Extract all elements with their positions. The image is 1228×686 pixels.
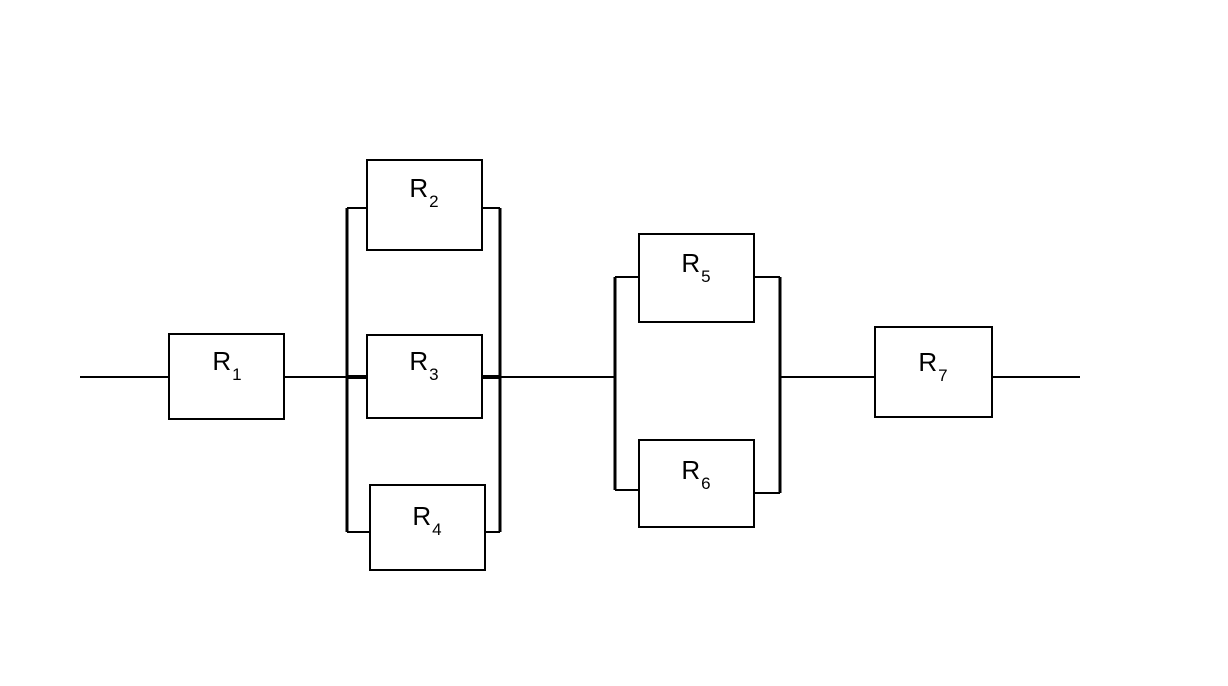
resistor-label-r3: R3: [409, 346, 438, 384]
resistor-label-subscript: 2: [429, 192, 438, 211]
resistor-r1[interactable]: R1: [168, 333, 285, 420]
wires-layer: [80, 207, 1080, 533]
resistor-label-subscript: 7: [938, 366, 947, 385]
resistor-label-letter: R: [409, 346, 428, 376]
resistor-label-subscript: 4: [432, 520, 441, 539]
resistor-body-r7: [874, 326, 993, 418]
resistor-body-r6: [638, 439, 755, 528]
resistor-body-r2: [366, 159, 483, 251]
resistor-label-r1: R1: [212, 346, 241, 384]
resistor-body-r5: [638, 233, 755, 323]
resistor-label-letter: R: [918, 347, 937, 377]
resistor-label-r4: R4: [412, 501, 441, 539]
resistor-label-letter: R: [212, 346, 231, 376]
resistor-body-r4: [369, 484, 486, 571]
resistor-r3[interactable]: R3: [366, 334, 483, 419]
resistor-r2[interactable]: R2: [366, 159, 483, 251]
resistor-label-subscript: 1: [232, 365, 241, 384]
resistor-label-letter: R: [681, 248, 700, 278]
resistor-r5[interactable]: R5: [638, 233, 755, 323]
resistor-r7[interactable]: R7: [874, 326, 993, 418]
resistor-label-r2: R2: [409, 173, 438, 211]
resistor-label-subscript: 6: [701, 474, 710, 493]
resistor-label-subscript: 3: [429, 365, 438, 384]
resistor-r4[interactable]: R4: [369, 484, 486, 571]
resistor-label-letter: R: [409, 173, 428, 203]
resistor-label-letter: R: [412, 501, 431, 531]
resistor-body-r1: [168, 333, 285, 420]
resistor-label-r5: R5: [681, 248, 710, 286]
resistor-label-letter: R: [681, 455, 700, 485]
resistor-r6[interactable]: R6: [638, 439, 755, 528]
resistor-label-subscript: 5: [701, 267, 710, 286]
resistor-body-r3: [366, 334, 483, 419]
resistor-label-r6: R6: [681, 455, 710, 493]
resistor-label-r7: R7: [918, 347, 947, 385]
